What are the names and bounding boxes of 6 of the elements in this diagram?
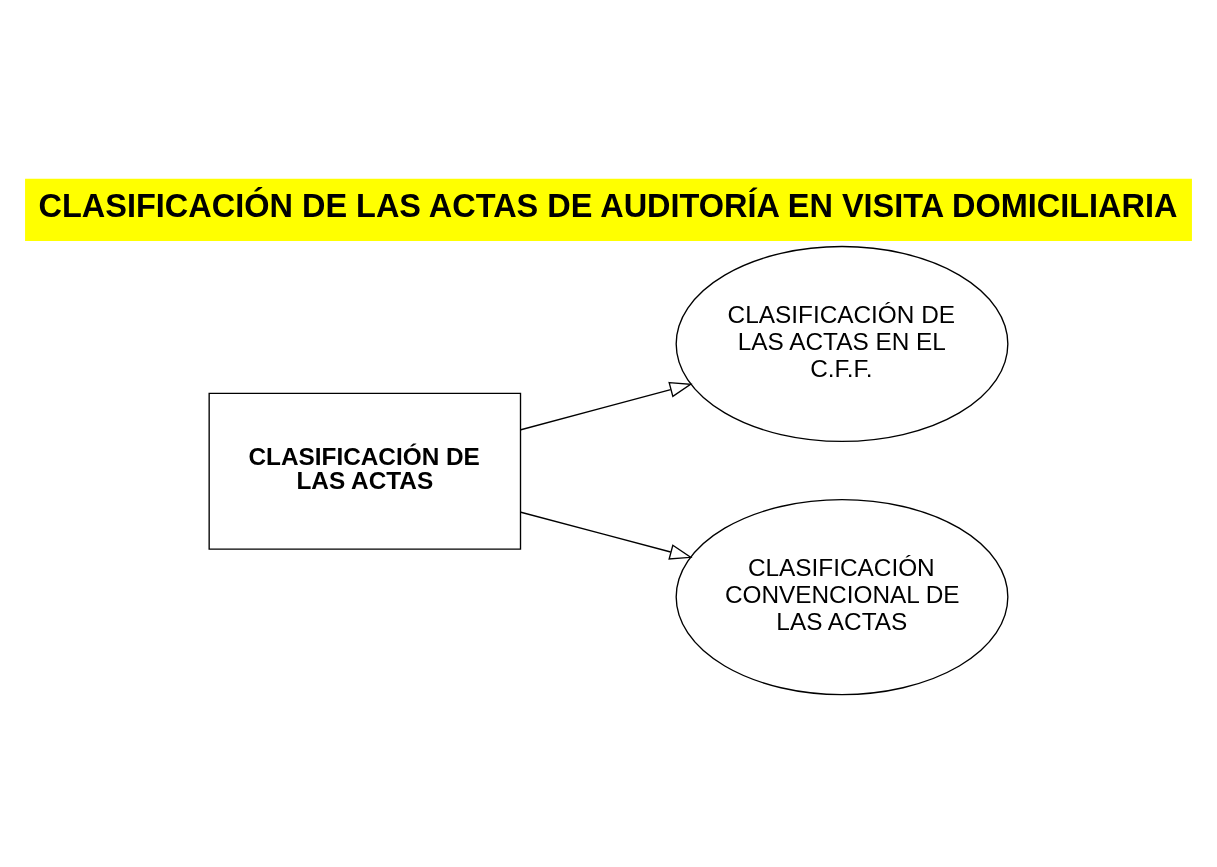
node-ellipse: CLASIFICACIÓN CONVENCIONAL DE LAS ACTAS — [675, 498, 1009, 695]
arrow — [520, 381, 693, 430]
node-ellipse: CLASIFICACIÓN DE LAS ACTAS EN EL C.F.F. — [675, 245, 1009, 442]
node-box: CLASIFICACIÓN DE LAS ACTAS — [208, 392, 522, 550]
arrow — [520, 511, 693, 560]
diagram-title: CLASIFICACIÓN DE LAS ACTAS DE AUDITORÍA EN VISITA DOMICILIARIA — [38, 187, 1178, 224]
